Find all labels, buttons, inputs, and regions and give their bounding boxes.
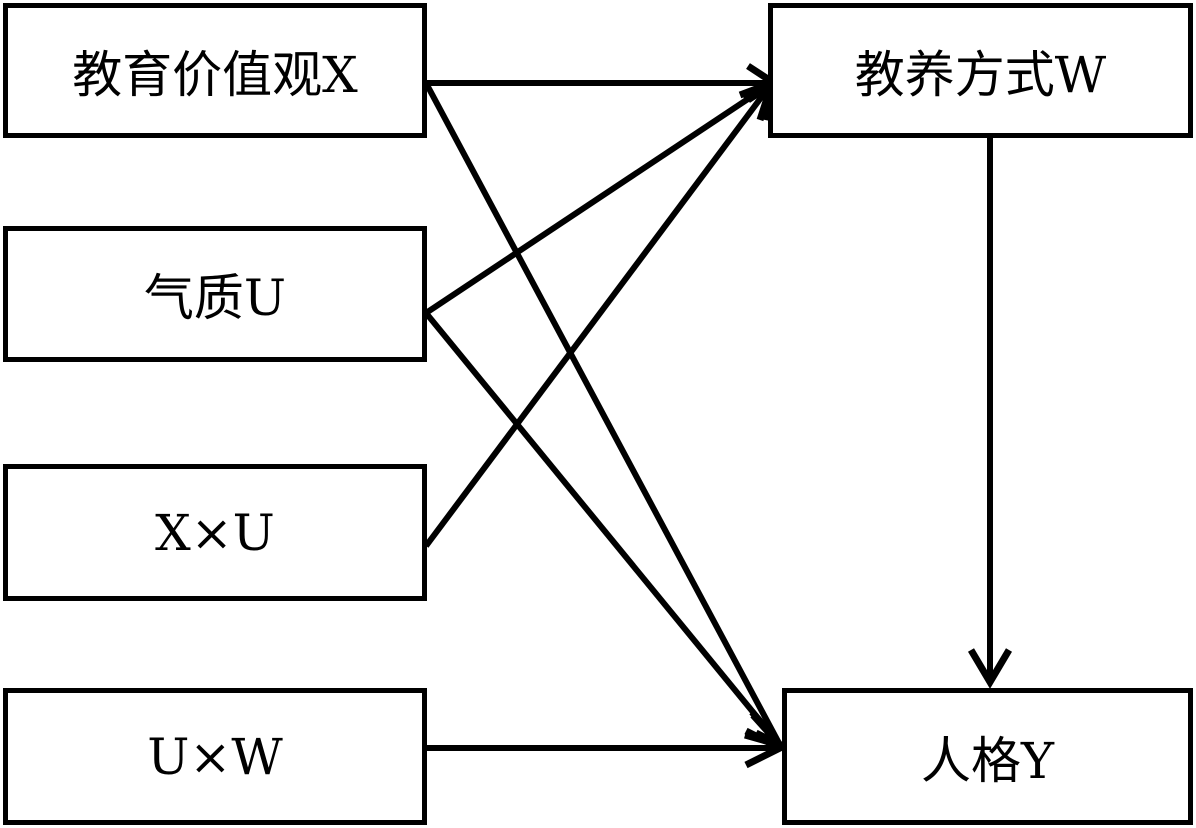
arrowhead-uw-to-y	[744, 727, 788, 769]
edge-x-to-y	[423, 81, 783, 747]
node-label: 教养方式W	[854, 45, 1107, 104]
node-label: X×U	[155, 503, 275, 562]
node-education-values-x: 教育价值观X	[3, 3, 427, 138]
edge-u-to-y	[423, 311, 783, 747]
node-label: 气质U	[143, 269, 287, 327]
node-interaction-u-w: U×W	[3, 688, 427, 825]
arrowhead-w-to-y	[967, 648, 1013, 689]
edge-xu-to-w	[423, 81, 775, 548]
node-label: 教育价值观X	[72, 45, 358, 104]
node-temperament-u: 气质U	[3, 226, 427, 362]
node-label: 人格Y	[920, 731, 1054, 790]
node-interaction-x-u: X×U	[3, 464, 427, 601]
edge-u-to-w	[424, 80, 774, 316]
node-parenting-style-w: 教养方式W	[768, 3, 1193, 138]
node-personality-y: 人格Y	[782, 688, 1193, 825]
node-label: U×W	[147, 727, 283, 786]
